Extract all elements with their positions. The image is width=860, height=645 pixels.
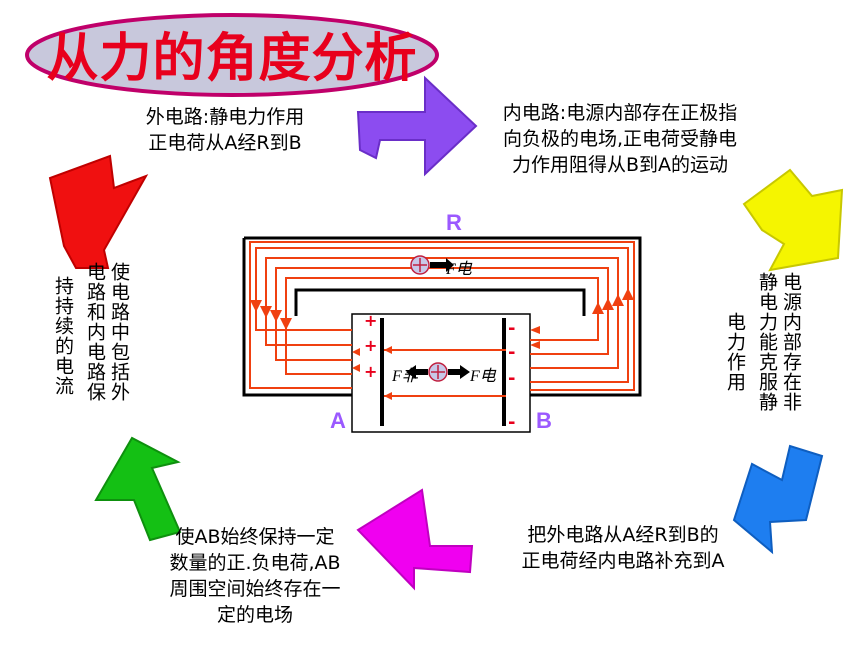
note-keep-line4: 定的电场: [216, 604, 293, 626]
terminal-b-label: B: [536, 408, 552, 433]
note-loop-col1: 使电路中包括外: [108, 262, 130, 402]
force-arrow-top: [430, 258, 454, 272]
negative-plate: [502, 318, 506, 426]
note-nonstatic-col2: 静电力能克服静: [756, 272, 778, 412]
force-label-outer: F电: [446, 261, 472, 278]
note-keep-line3: 周围空间始终存在一: [169, 578, 341, 600]
note-loop-col3: 持持续的电流: [52, 276, 74, 396]
outer-loop-left: [242, 238, 352, 397]
note-inner-line1: 内电路:电源内部存在正极指: [502, 102, 738, 124]
minus-sign-4: -: [508, 412, 516, 433]
minus-sign-3: -: [508, 368, 516, 389]
note-keep-line1: 使AB始终保持一定: [175, 526, 335, 548]
note-outer-circuit: 外电路:静电力作用 正电荷从A经R到B: [120, 104, 330, 156]
resistor-label: R: [446, 210, 462, 235]
note-outer-line2: 正电荷从A经R到B: [148, 132, 302, 154]
plus-sign-3: +: [364, 362, 378, 381]
arrow-purple: [356, 75, 478, 177]
inner-loop: [294, 288, 586, 316]
note-replenish: 把外电路从A经R到B的 正电荷经内电路补充到A: [488, 522, 758, 574]
note-loop-col2: 电路和内电路保: [84, 262, 106, 402]
terminal-a-label: A: [330, 408, 346, 433]
note-nonstatic-col1: 电源内部存在非: [780, 272, 802, 412]
positive-plate: [380, 318, 384, 426]
arrow-blue: [732, 444, 824, 555]
force-arrow-left: [406, 365, 428, 379]
note-nonstatic-col3: 电力作用: [724, 312, 746, 392]
note-inner-line3: 力作用阻得从B到A的运动: [511, 154, 729, 176]
title-ellipse: [25, 13, 439, 97]
field-arrowheads: [250, 288, 634, 400]
note-replenish-line1: 把外电路从A经R到B的: [527, 524, 719, 546]
note-replenish-line2: 正电荷经内电路补充到A: [521, 550, 725, 572]
note-outer-line1: 外电路:静电力作用: [145, 106, 305, 128]
note-inner-circuit: 内电路:电源内部存在正极指 向负极的电场,正电荷受静电 力作用阻得从B到A的运动: [470, 100, 770, 178]
arrow-green: [94, 436, 182, 542]
arrow-magenta: [356, 488, 474, 591]
force-arrow-right: [448, 365, 470, 379]
note-keep-field: 使AB始终保持一定 数量的正.负电荷,AB 周围空间始终存在一 定的电场: [140, 524, 370, 628]
note-keep-line2: 数量的正.负电荷,AB: [169, 552, 341, 574]
plus-sign-2: +: [364, 336, 378, 355]
plus-sign-1: +: [364, 311, 378, 330]
page-title: 从力的角度分析: [46, 29, 418, 89]
force-label-nonstatic: F非: [392, 368, 418, 385]
minus-sign-2: -: [508, 342, 516, 363]
arrow-red: [48, 154, 149, 269]
force-label-inner: F电: [470, 368, 496, 385]
title-banner: 从力的角度分析: [22, 8, 442, 103]
minus-sign-1: -: [508, 318, 516, 339]
note-inner-line2: 向负极的电场,正电荷受静电: [502, 128, 738, 150]
outer-loop: [244, 236, 642, 397]
arrow-yellow: [742, 168, 844, 272]
